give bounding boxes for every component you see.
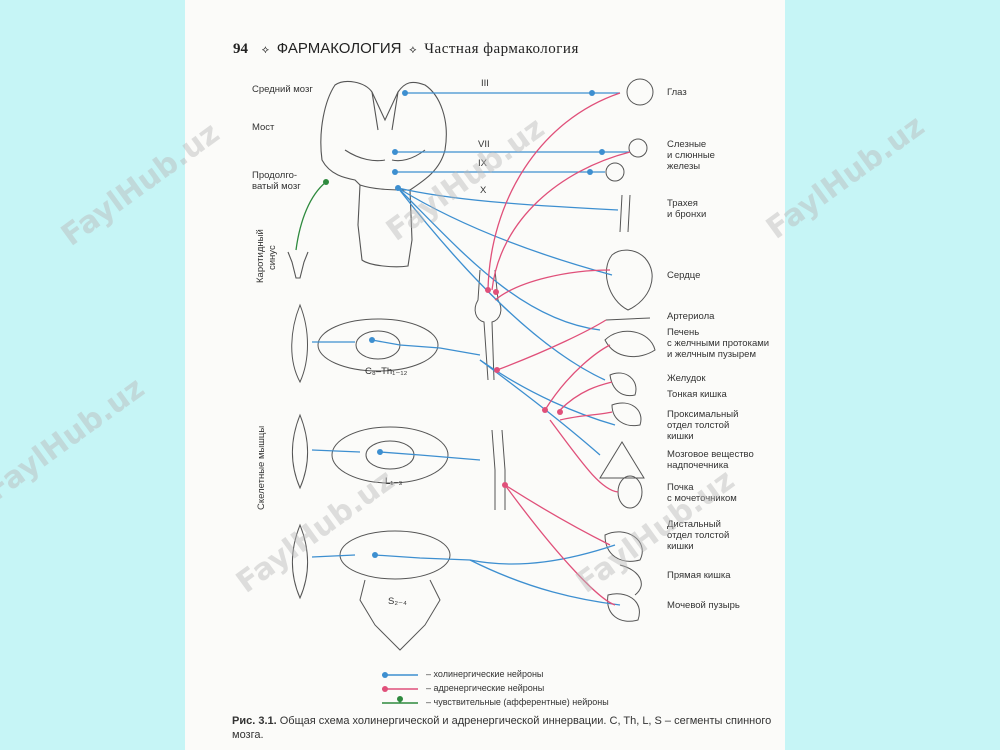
organ-dist-colon-2: отдел толстой — [667, 530, 730, 541]
nerve-ix: IX — [478, 158, 487, 169]
organ-dist-colon-3: кишки — [667, 541, 694, 552]
nerve-iii: III — [481, 78, 489, 89]
legend-adrenergic: – адренергические нейроны — [426, 683, 545, 693]
spinal-sections — [317, 318, 451, 651]
nerve-vii: VII — [478, 139, 490, 150]
adrenergic-pathways — [487, 92, 631, 606]
segment-sacral: S₂₋₄ — [388, 596, 407, 607]
label-medulla-2: ватый мозг — [252, 181, 301, 192]
organ-eye: Глаз — [667, 87, 687, 98]
legend-sensory: – чувствительные (афферентные) нейроны — [426, 697, 609, 707]
organ-rectum: Прямая кишка — [667, 570, 731, 581]
segment-cervical: C₈–Th₁₋₁₂ — [365, 366, 408, 377]
organ-kidney-2: с мочеточником — [667, 493, 737, 504]
organ-liver-3: и желчным пузырем — [667, 349, 756, 360]
segment-lumbar: L₁₋₃ — [385, 476, 403, 487]
organ-bladder: Мочевой пузырь — [667, 600, 740, 611]
organ-liver-1: Печень — [667, 327, 700, 338]
organ-stomach: Желудок — [667, 373, 706, 384]
label-skeletal-muscles: Скелетные мышцы — [256, 425, 267, 510]
organ-glands-2: и слюнные — [667, 150, 715, 161]
label-midbrain: Средний мозг — [252, 84, 313, 95]
figure-caption: Рис. 3.1. Общая схема холинергической и … — [232, 714, 777, 742]
organ-prox-colon-2: отдел толстой — [667, 420, 730, 431]
label-carotid-2: синус — [267, 245, 278, 270]
label-medulla-1: Продолго- — [252, 170, 298, 181]
legend-swatches — [382, 672, 418, 704]
header-separator: ⟡ — [409, 44, 417, 56]
book-title: ФАРМАКОЛОГИЯ — [276, 40, 402, 57]
carotid-sinus-shape — [287, 251, 309, 279]
organ-outlines — [599, 78, 656, 622]
nerve-x: X — [480, 185, 487, 196]
caption-text: Общая схема холинергической и адренергич… — [232, 715, 772, 741]
page-header: 94 ⟡ ФАРМАКОЛОГИЯ ⟡ Частная фармакология — [233, 40, 579, 58]
sensory-pathway — [295, 181, 327, 251]
organ-small-intestine: Тонкая кишка — [667, 389, 727, 400]
organ-trachea-2: и бронхи — [667, 209, 707, 220]
section-title: Частная фармакология — [424, 41, 579, 57]
organ-prox-colon-1: Проксимальный — [667, 409, 739, 420]
organ-adrenal-1: Мозговое вещество — [667, 449, 754, 460]
organ-heart: Сердце — [667, 270, 701, 281]
sympathetic-chain — [474, 269, 506, 510]
skeletal-muscles — [291, 303, 308, 600]
page-number: 94 — [233, 41, 248, 57]
brainstem-outline — [320, 80, 447, 268]
organ-glands-1: Слезные — [667, 139, 707, 150]
organ-adrenal-2: надпочечника — [667, 460, 729, 471]
legend-cholinergic: – холинергические нейроны — [426, 669, 544, 679]
label-carotid-1: Каротидный — [255, 229, 266, 283]
neuron-bodies — [323, 90, 605, 558]
organ-prox-colon-3: кишки — [667, 431, 694, 442]
organ-kidney-1: Почка — [667, 482, 694, 493]
organ-glands-3: железы — [667, 161, 701, 172]
book-page — [185, 0, 785, 750]
organ-trachea-1: Трахея — [667, 198, 698, 209]
caption-label: Рис. 3.1. — [232, 715, 277, 727]
organ-dist-colon-1: Дистальный — [667, 519, 721, 530]
label-pons: Мост — [252, 122, 275, 133]
organ-arteriole: Артериола — [667, 311, 715, 322]
organ-liver-2: с желчными протоками — [667, 338, 770, 349]
header-separator: ⟡ — [261, 44, 270, 56]
